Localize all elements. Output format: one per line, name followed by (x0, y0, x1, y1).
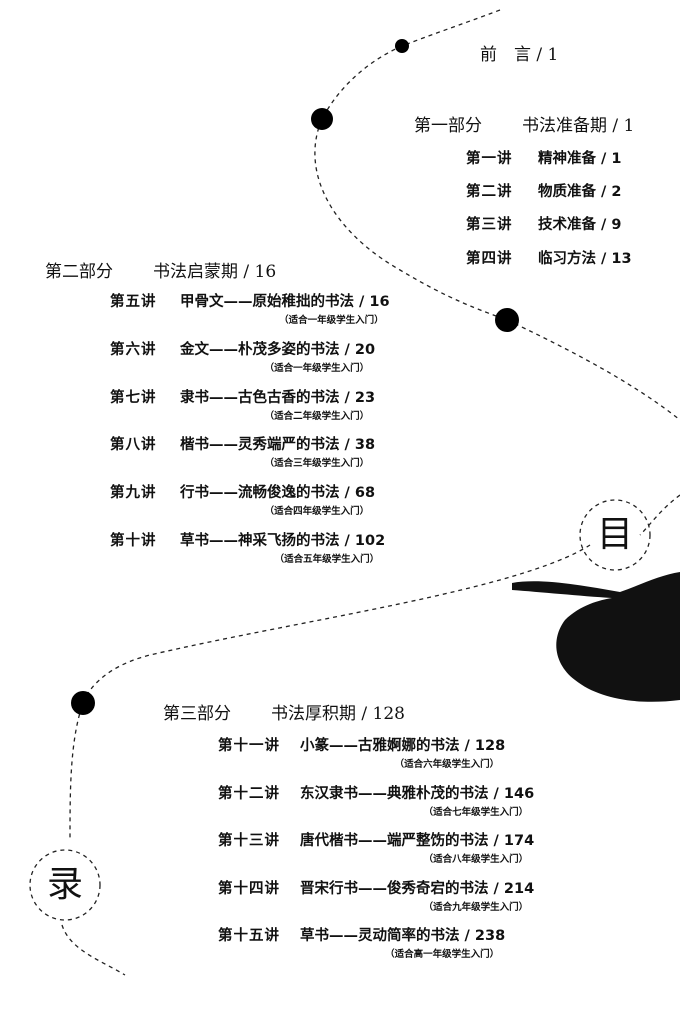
lecture-title: 技术准备 / 9 (538, 217, 622, 233)
lecture-label: 第六讲 (110, 342, 157, 358)
lecture-note: （适合九年级学生入门） (423, 902, 529, 913)
lecture-title: 临习方法 / 13 (538, 251, 632, 267)
part-1-heading[interactable]: 第一部分 书法准备期 / 1 (414, 111, 634, 136)
lecture-14[interactable]: 第十四讲 晋宋行书——俊秀奇宕的书法 / 214 （适合九年级学生入门） (218, 877, 534, 913)
lecture-note: （适合二年级学生入门） (264, 411, 370, 422)
part-label: 第一部分 (414, 116, 482, 136)
lecture-note: （适合一年级学生入门） (279, 315, 384, 326)
lecture-label: 第十五讲 (218, 928, 280, 944)
lecture-title: 行书——流畅俊逸的书法 / 68 (180, 485, 376, 501)
lecture-title: 东汉隶书——典雅朴茂的书法 / 146 (300, 786, 535, 802)
lecture-label: 第八讲 (110, 437, 157, 453)
lecture-label: 第四讲 (466, 251, 513, 267)
lecture-2[interactable]: 第二讲 物质准备 / 2 (466, 180, 621, 201)
lecture-4[interactable]: 第四讲 临习方法 / 13 (466, 247, 632, 268)
lecture-title: 草书——灵动简率的书法 / 238 (300, 928, 506, 944)
lecture-8[interactable]: 第八讲 楷书——灵秀端严的书法 / 38 （适合三年级学生入门） (110, 433, 375, 469)
part-2-heading[interactable]: 第二部分 书法启蒙期 / 16 (45, 257, 276, 282)
part-label: 第三部分 (163, 704, 231, 724)
heading-circle-lu (29, 849, 101, 921)
part-title: 书法启蒙期 / 16 (153, 262, 277, 282)
lecture-title: 金文——朴茂多姿的书法 / 20 (180, 342, 376, 358)
lecture-note: （适合六年级学生入门） (394, 759, 500, 770)
part-label: 第二部分 (45, 262, 113, 282)
lecture-3[interactable]: 第三讲 技术准备 / 9 (466, 213, 621, 234)
part-title: 书法厚积期 / 128 (271, 704, 405, 724)
lecture-title: 晋宋行书——俊秀奇宕的书法 / 214 (300, 881, 535, 897)
lecture-label: 第十三讲 (218, 833, 280, 849)
preface-page: / 1 (536, 45, 559, 65)
lecture-title: 唐代楷书——端严整饬的书法 / 174 (300, 833, 535, 849)
preface-label: 前 言 (480, 45, 531, 65)
lecture-note: （适合四年级学生入门） (264, 506, 370, 517)
part-3-heading[interactable]: 第三部分 书法厚积期 / 128 (163, 699, 405, 724)
ink-brush-illustration (512, 572, 680, 702)
lecture-title: 甲骨文——原始稚拙的书法 / 16 (180, 294, 390, 310)
lecture-label: 第十讲 (110, 533, 157, 549)
preface-entry[interactable]: 前 言 / 1 (480, 40, 558, 65)
lecture-label: 第三讲 (466, 217, 513, 233)
lecture-10[interactable]: 第十讲 草书——神采飞扬的书法 / 102 （适合五年级学生入门） (110, 529, 385, 565)
lecture-12[interactable]: 第十二讲 东汉隶书——典雅朴茂的书法 / 146 （适合七年级学生入门） (218, 782, 534, 818)
heading-circle-mu (579, 499, 651, 571)
lecture-label: 第十二讲 (218, 786, 280, 802)
lecture-note: （适合七年级学生入门） (423, 807, 529, 818)
lecture-title: 精神准备 / 1 (538, 151, 622, 167)
lecture-title: 楷书——灵秀端严的书法 / 38 (180, 437, 376, 453)
heading-char-lu: 录 (46, 864, 83, 905)
lecture-title: 隶书——古色古香的书法 / 23 (180, 390, 376, 406)
lecture-title: 草书——神采飞扬的书法 / 102 (180, 533, 386, 549)
lecture-note: （适合五年级学生入门） (274, 554, 380, 565)
lecture-note: （适合八年级学生入门） (423, 854, 529, 865)
lecture-note: （适合高一年级学生入门） (385, 949, 500, 960)
lecture-label: 第二讲 (466, 184, 513, 200)
lecture-15[interactable]: 第十五讲 草书——灵动简率的书法 / 238 （适合高一年级学生入门） (218, 924, 505, 960)
lecture-note: （适合三年级学生入门） (264, 458, 370, 469)
lecture-note: （适合一年级学生入门） (264, 363, 370, 374)
lecture-6[interactable]: 第六讲 金文——朴茂多姿的书法 / 20 （适合一年级学生入门） (110, 338, 375, 374)
lecture-label: 第十四讲 (218, 881, 280, 897)
heading-char-mu: 目 (596, 514, 633, 555)
lecture-11[interactable]: 第十一讲 小篆——古雅婀娜的书法 / 128 （适合六年级学生入门） (218, 734, 505, 770)
lecture-9[interactable]: 第九讲 行书——流畅俊逸的书法 / 68 （适合四年级学生入门） (110, 481, 375, 517)
lecture-label: 第十一讲 (218, 738, 280, 754)
lecture-label: 第九讲 (110, 485, 157, 501)
part-title: 书法准备期 / 1 (522, 116, 635, 136)
lecture-title: 小篆——古雅婀娜的书法 / 128 (300, 738, 506, 754)
lecture-label: 第一讲 (466, 151, 513, 167)
lecture-title: 物质准备 / 2 (538, 184, 622, 200)
lecture-7[interactable]: 第七讲 隶书——古色古香的书法 / 23 （适合二年级学生入门） (110, 386, 375, 422)
lecture-1[interactable]: 第一讲 精神准备 / 1 (466, 147, 621, 168)
lecture-13[interactable]: 第十三讲 唐代楷书——端严整饬的书法 / 174 （适合八年级学生入门） (218, 829, 534, 865)
lecture-label: 第七讲 (110, 390, 157, 406)
lecture-5[interactable]: 第五讲 甲骨文——原始稚拙的书法 / 16 （适合一年级学生入门） (110, 290, 390, 326)
lecture-label: 第五讲 (110, 294, 157, 310)
